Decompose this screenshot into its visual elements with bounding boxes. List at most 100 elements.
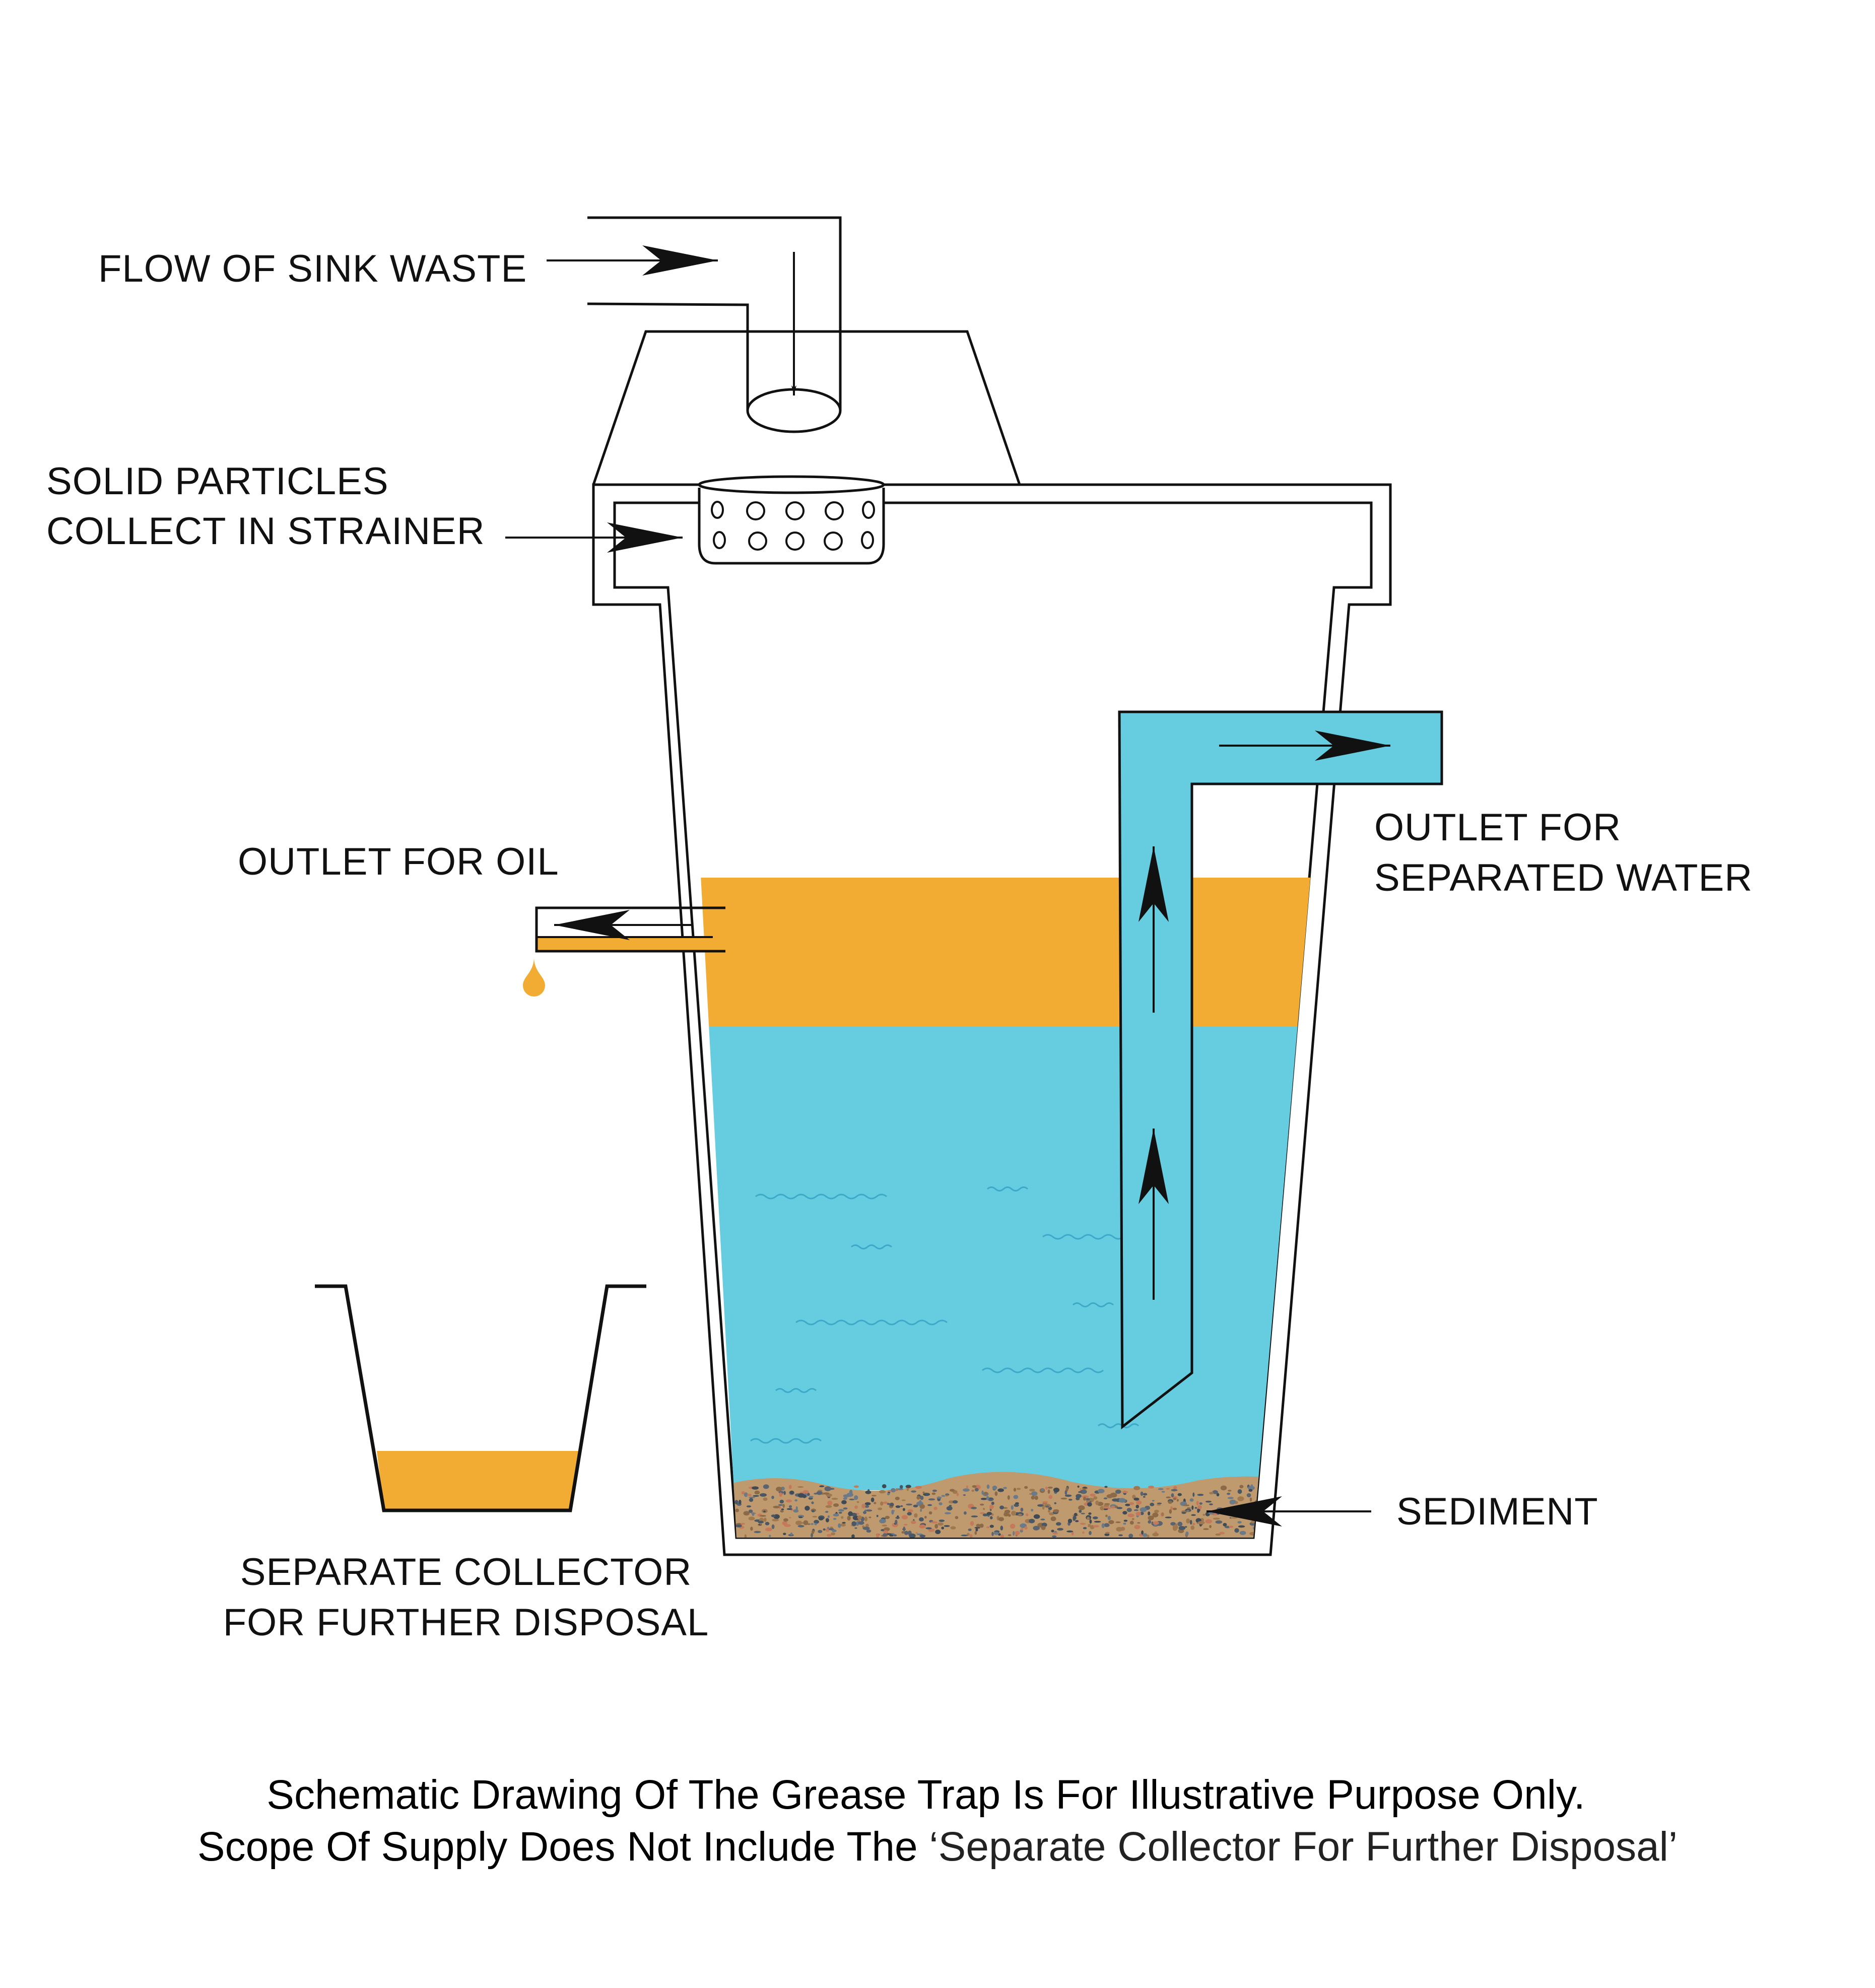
gravel-speck — [1140, 1507, 1147, 1512]
gravel-speck — [848, 1511, 853, 1516]
gravel-speck — [1227, 1497, 1234, 1499]
gravel-speck — [928, 1498, 935, 1501]
gravel-speck — [786, 1508, 793, 1510]
gravel-speck — [749, 1498, 754, 1502]
gravel-speck — [903, 1523, 908, 1526]
gravel-speck — [818, 1516, 824, 1520]
gravel-speck — [1216, 1493, 1220, 1497]
gravel-speck — [841, 1516, 844, 1519]
gravel-speck — [1169, 1509, 1172, 1514]
gravel-speck — [1128, 1502, 1134, 1505]
gravel-speck — [1135, 1504, 1140, 1509]
gravel-speck — [849, 1498, 855, 1500]
inlet-pipe — [587, 216, 842, 433]
gravel-speck — [854, 1527, 857, 1529]
gravel-speck — [1197, 1505, 1202, 1509]
gravel-speck — [891, 1509, 894, 1515]
gravel-speck — [924, 1493, 929, 1495]
gravel-speck — [1153, 1521, 1159, 1525]
gravel-speck — [1165, 1516, 1172, 1518]
gravel-speck — [971, 1506, 977, 1509]
gravel-speck — [843, 1507, 848, 1510]
gravel-speck — [903, 1527, 906, 1532]
label-outlet-for-oil: OUTLET FOR OIL — [238, 840, 559, 883]
gravel-speck — [1056, 1522, 1061, 1526]
gravel-speck — [1126, 1507, 1132, 1512]
gravel-speck — [1239, 1531, 1246, 1535]
gravel-speck — [883, 1530, 889, 1534]
gravel-speck — [1219, 1532, 1225, 1535]
gravel-speck — [879, 1518, 886, 1523]
gravel-speck — [811, 1523, 814, 1525]
gravel-speck — [956, 1493, 959, 1496]
gravel-speck — [1173, 1497, 1177, 1500]
gravel-speck — [1148, 1511, 1151, 1516]
gravel-speck — [1147, 1535, 1150, 1538]
gravel-speck — [971, 1515, 978, 1517]
gravel-speck — [1082, 1531, 1085, 1534]
caption-line2: Scope Of Supply Does Not Include The ‘Se… — [197, 1824, 1678, 1870]
gravel-speck — [735, 1524, 742, 1528]
gravel-speck — [1205, 1500, 1212, 1503]
gravel-speck — [922, 1491, 925, 1494]
gravel-speck — [1150, 1502, 1155, 1506]
gravel-speck — [865, 1523, 869, 1528]
gravel-speck — [1080, 1522, 1086, 1525]
gravel-speck — [864, 1516, 868, 1521]
gravel-speck — [826, 1534, 832, 1537]
gravel-speck — [1168, 1500, 1173, 1504]
gravel-speck — [1177, 1521, 1183, 1527]
gravel-speck — [1031, 1508, 1034, 1512]
gravel-speck — [992, 1485, 997, 1490]
gravel-speck — [1177, 1493, 1182, 1496]
gravel-speck — [1103, 1504, 1110, 1507]
gravel-speck — [964, 1511, 967, 1515]
gravel-speck — [1090, 1493, 1096, 1497]
gravel-speck — [920, 1508, 922, 1512]
trap-lid — [592, 330, 1021, 485]
gravel-speck — [1154, 1509, 1159, 1513]
gravel-speck — [1129, 1520, 1134, 1525]
gravel-speck — [765, 1528, 772, 1532]
gravel-speck — [1018, 1513, 1022, 1516]
gravel-speck — [847, 1515, 851, 1521]
gravel-speck — [1080, 1489, 1087, 1494]
gravel-speck — [1194, 1507, 1197, 1509]
gravel-speck — [1133, 1509, 1139, 1511]
gravel-speck — [1094, 1520, 1101, 1523]
gravel-speck — [760, 1515, 766, 1517]
gravel-speck — [864, 1505, 869, 1508]
gravel-speck — [795, 1520, 802, 1526]
gravel-speck — [1026, 1513, 1029, 1516]
gravel-speck — [950, 1489, 955, 1492]
gravel-speck — [1011, 1505, 1014, 1510]
gravel-speck — [887, 1493, 890, 1496]
caption-line2-bold: Scope Of Supply Does Not Include The — [197, 1824, 929, 1870]
gravel-speck — [831, 1498, 838, 1500]
gravel-speck — [1209, 1525, 1212, 1529]
gravel-speck — [1189, 1498, 1194, 1502]
gravel-speck — [743, 1511, 750, 1516]
gravel-speck — [1140, 1491, 1144, 1496]
gravel-speck — [823, 1528, 826, 1531]
gravel-speck — [1092, 1516, 1098, 1519]
gravel-speck — [1170, 1506, 1173, 1510]
gravel-speck — [833, 1503, 839, 1507]
gravel-speck — [1041, 1488, 1044, 1492]
gravel-speck — [1123, 1522, 1126, 1525]
gravel-speck — [814, 1519, 820, 1524]
gravel-speck — [795, 1506, 798, 1510]
gravel-speck — [989, 1525, 994, 1528]
gravel-speck — [1237, 1521, 1242, 1524]
gravel-speck — [939, 1502, 943, 1505]
gravel-speck — [1067, 1518, 1073, 1523]
gravel-speck — [915, 1532, 918, 1534]
gravel-speck — [853, 1485, 859, 1488]
gravel-speck — [1115, 1489, 1121, 1494]
gravel-speck — [1013, 1531, 1015, 1536]
gravel-speck — [976, 1523, 981, 1528]
gravel-speck — [1186, 1518, 1190, 1523]
gravel-speck — [1143, 1533, 1148, 1537]
gravel-speck — [824, 1486, 831, 1491]
gravel-speck — [925, 1527, 932, 1530]
